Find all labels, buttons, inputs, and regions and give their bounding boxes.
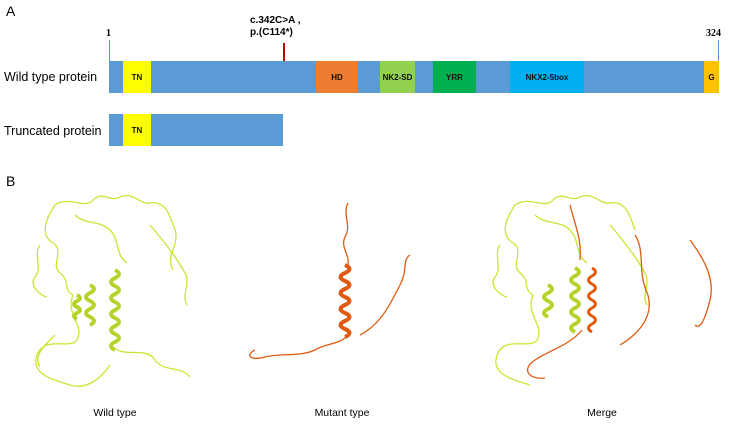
wild-type-structure-image <box>32 194 191 387</box>
mutation-cdna: c.342C>A , <box>250 15 301 26</box>
start-position-number: 1 <box>106 28 111 39</box>
end-tick <box>718 40 719 62</box>
panel-b-letter: B <box>6 173 16 189</box>
truncated-protein-label: Truncated protein <box>4 124 102 138</box>
domain-tn: TN <box>123 61 151 93</box>
truncated-domain-tn: TN <box>123 114 151 146</box>
end-position-number: 324 <box>706 28 721 39</box>
domain-nk2-sd: NK2-SD <box>380 61 415 93</box>
domain-g: G <box>704 61 719 93</box>
domain-hd: HD <box>316 61 358 93</box>
merge-structure-image <box>492 194 712 386</box>
domain-yrr: YRR <box>433 61 476 93</box>
mutation-label: c.342C>A , p.(C114*) <box>250 15 301 39</box>
wild-type-label: Wild type <box>93 407 137 419</box>
domain-nkx2-5box: NKX2-5box <box>510 61 584 93</box>
wild-type-protein-label: Wild type protein <box>4 70 98 84</box>
merge-label: Merge <box>587 407 617 419</box>
mutant-type-structure-image <box>249 202 411 359</box>
start-tick <box>109 40 110 62</box>
mutation-marker-line <box>283 43 285 61</box>
panel-a-letter: A <box>6 3 16 19</box>
mutation-protein: p.(C114*) <box>250 27 293 38</box>
mutant-type-label: Mutant type <box>314 407 370 419</box>
